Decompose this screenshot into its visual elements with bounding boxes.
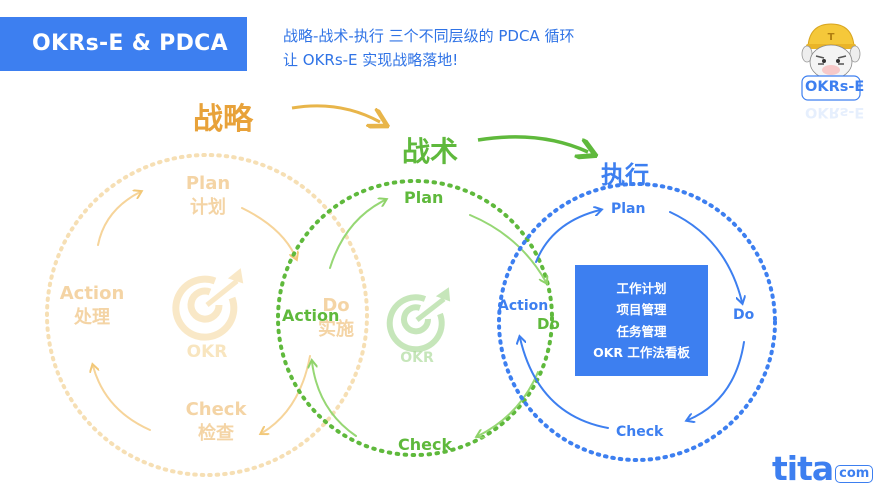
- tactics-plan-label: Plan: [404, 188, 444, 207]
- zebra-mascot-icon: T OKRs-E OKRs-E: [796, 16, 866, 126]
- strategy-circle: [45, 153, 369, 477]
- tool-item: 工作计划: [616, 280, 667, 296]
- stage-tactics: 战术: [402, 135, 459, 168]
- strategy-do-label: Do 实施: [318, 295, 354, 340]
- strategy-check-label: Check 检查: [185, 399, 247, 444]
- tactics-okr-mark: OKR: [400, 350, 434, 366]
- strategy-plan-label: Plan 计划: [185, 173, 231, 218]
- subtitle: 战略-战术-执行 三个不同层级的 PDCA 循环 让 OKRs-E 实现战略落地…: [283, 24, 574, 72]
- execution-plan-label: Plan: [611, 201, 646, 217]
- target-icon: [172, 268, 244, 341]
- tactics-do-label: Do: [537, 315, 560, 333]
- tactics-cycle-arrows: [312, 200, 546, 436]
- execution-do-label: Do: [733, 307, 755, 323]
- tactics-check-label: Check: [398, 435, 453, 454]
- stage-execution: 执行: [601, 161, 649, 189]
- mascot-brand: OKRs-E: [805, 79, 865, 95]
- title-badge: OKRs-E & PDCA: [0, 17, 247, 71]
- tactics-circle: [276, 179, 554, 457]
- svg-text:T: T: [828, 32, 835, 43]
- stage-strategy: 战略: [193, 102, 253, 137]
- target-icon: [386, 287, 451, 353]
- execution-action-label: Action: [498, 298, 549, 314]
- execution-check-label: Check: [616, 424, 664, 440]
- execution-cycle-arrows: [520, 210, 744, 429]
- tool-item: 项目管理: [616, 302, 667, 317]
- execution-tools-box: 工作计划 项目管理 任务管理 OKR 工作法看板: [575, 265, 708, 376]
- strategy-action-label: Action 处理: [59, 283, 125, 328]
- arrow-tactics-to-execution: [477, 135, 588, 152]
- subtitle-line-2: 让 OKRs-E 实现战略落地!: [283, 51, 459, 69]
- tool-item: 任务管理: [616, 323, 667, 339]
- mascot-reflection: OKRs-E: [805, 104, 865, 120]
- tool-item: OKR 工作法看板: [593, 345, 690, 360]
- execution-circle: [497, 182, 777, 462]
- arrow-strategy-to-tactics: [291, 104, 380, 122]
- tita-logo-suffix: com: [835, 465, 874, 483]
- subtitle-line-1: 战略-战术-执行 三个不同层级的 PDCA 循环: [283, 27, 575, 45]
- strategy-okr-mark: OKR: [186, 342, 228, 362]
- tactics-action-label: Action: [282, 306, 340, 325]
- tita-logo-name: tita: [772, 449, 834, 488]
